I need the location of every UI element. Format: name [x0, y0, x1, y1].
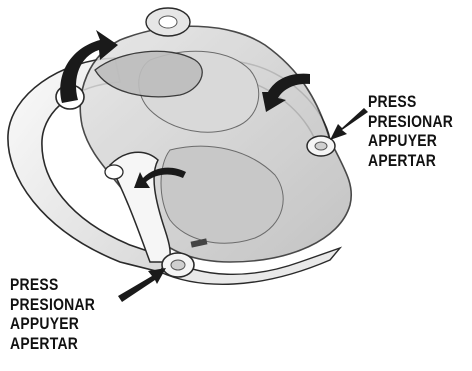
instruction-es: PRESIONAR: [368, 112, 453, 132]
press-arrow-icon: [330, 108, 368, 140]
press-instruction-right: PRESS PRESIONAR APPUYER APERTAR: [368, 92, 453, 170]
instruction-fr: APPUYER: [10, 314, 95, 334]
instruction-pt: APERTAR: [368, 151, 453, 171]
press-knob-left: [162, 253, 194, 277]
instruction-es: PRESIONAR: [10, 295, 95, 315]
instruction-en: PRESS: [368, 92, 453, 112]
instruction-en: PRESS: [10, 275, 95, 295]
instruction-pt: APERTAR: [10, 334, 95, 354]
press-arrow-icon: [118, 268, 166, 302]
press-instruction-left: PRESS PRESIONAR APPUYER APERTAR: [10, 275, 95, 353]
instruction-fr: APPUYER: [368, 131, 453, 151]
